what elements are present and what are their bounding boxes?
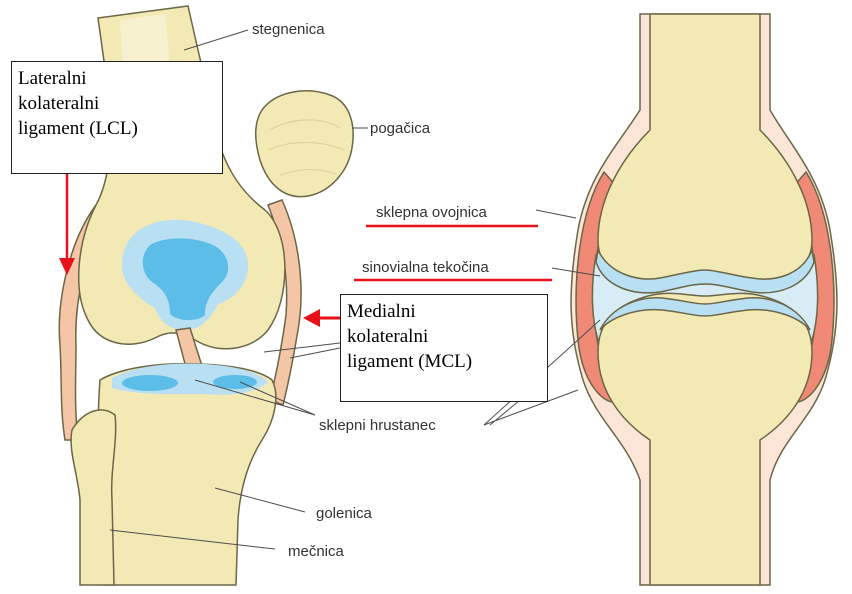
mcl-arrow-head bbox=[303, 309, 320, 327]
fibula-bone bbox=[71, 410, 116, 585]
lcl-callout-box: Lateralni kolateralni ligament (LCL) bbox=[11, 61, 223, 174]
leader-mcl-2 bbox=[290, 348, 340, 358]
mcl-callout-line-3: ligament (MCL) bbox=[347, 349, 541, 374]
label-golenica: golenica bbox=[316, 505, 373, 522]
section-knee-view bbox=[571, 14, 837, 585]
tibia-bone bbox=[98, 364, 276, 585]
patella-bone bbox=[256, 91, 353, 197]
label-sinovialna-tekocina: sinovialna tekočina bbox=[362, 259, 489, 276]
lcl-callout-line-2: kolateralni bbox=[18, 91, 216, 116]
label-sklepna-ovojnica: sklepna ovojnica bbox=[376, 204, 488, 221]
label-pogacica: pogačica bbox=[370, 120, 431, 137]
leader-sklepna-ovojnica bbox=[536, 210, 576, 218]
tibia-cartilage-left bbox=[122, 375, 178, 391]
label-stegnenica: stegnenica bbox=[252, 21, 325, 38]
mcl-callout-line-2: kolateralni bbox=[347, 324, 541, 349]
label-mecnica: mečnica bbox=[288, 543, 345, 560]
lcl-callout-line-3: ligament (LCL) bbox=[18, 116, 216, 141]
mcl-callout-line-1: Medialni bbox=[347, 299, 541, 324]
mcl-callout-box: Medialni kolateralni ligament (MCL) bbox=[340, 294, 548, 402]
label-sklepni-hrustanec: sklepni hrustanec bbox=[319, 417, 436, 434]
lcl-callout-line-1: Lateralni bbox=[18, 66, 216, 91]
